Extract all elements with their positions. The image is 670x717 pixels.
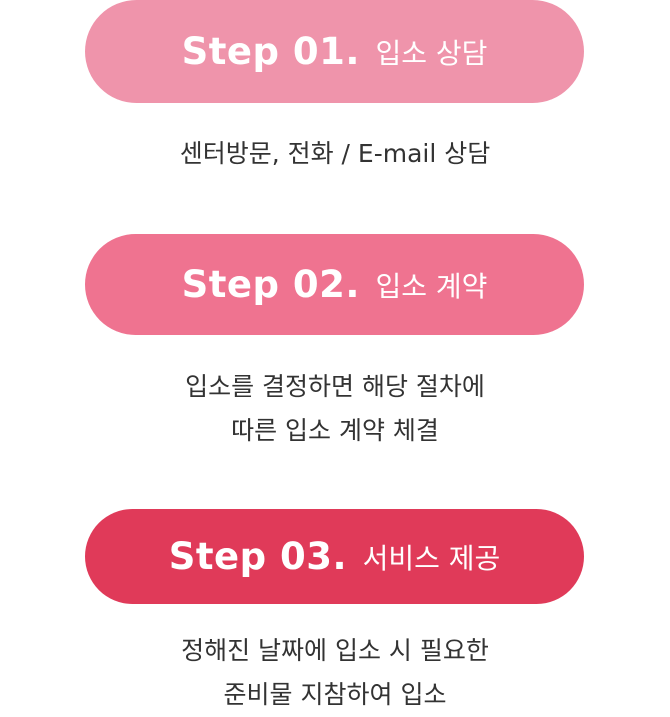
step-2-description: 입소를 결정하면 해당 절차에 따른 입소 계약 체결 bbox=[0, 365, 670, 453]
step-2-desc-line-1: 입소를 결정하면 해당 절차에 bbox=[185, 372, 485, 401]
step-2-badge: Step 02 . 입소 계약 bbox=[85, 234, 584, 335]
step-3-desc-line-2: 준비물 지참하여 입소 bbox=[223, 680, 447, 709]
step-3-badge: Step 03 . 서비스 제공 bbox=[85, 509, 584, 604]
step-3-dot: . bbox=[332, 535, 347, 578]
step-2-title: 입소 계약 bbox=[375, 269, 488, 303]
step-3-description: 정해진 날짜에 입소 시 필요한 준비물 지참하여 입소 bbox=[0, 629, 670, 717]
step-3-title: 서비스 제공 bbox=[362, 541, 501, 575]
step-2-label: Step 02 bbox=[181, 263, 346, 306]
step-3-desc-line-1: 정해진 날짜에 입소 시 필요한 bbox=[181, 636, 489, 665]
step-2-desc-line-2: 따른 입소 계약 체결 bbox=[231, 416, 439, 445]
step-2-dot: . bbox=[345, 263, 360, 306]
step-1-title: 입소 상담 bbox=[375, 36, 488, 70]
step-1-desc-line-1: 센터방문, 전화 / E-mail 상담 bbox=[179, 139, 491, 168]
step-1-dot: . bbox=[345, 30, 360, 73]
step-1-description: 센터방문, 전화 / E-mail 상담 bbox=[0, 132, 670, 176]
step-1-label: Step 01 bbox=[181, 30, 346, 73]
step-1-badge: Step 01 . 입소 상담 bbox=[85, 0, 584, 103]
step-3-label: Step 03 bbox=[168, 535, 333, 578]
